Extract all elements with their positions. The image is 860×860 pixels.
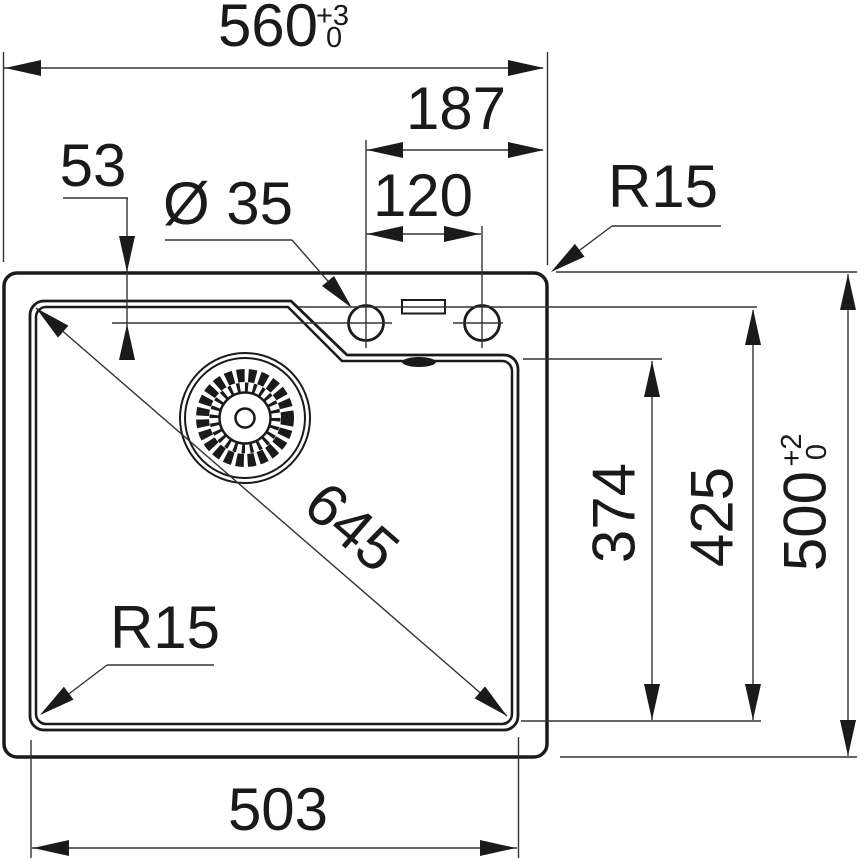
overall-depth-tol-minus: 0 <box>801 444 833 460</box>
outer-radius-label: R15 <box>608 153 718 220</box>
dim-bowl-width: 503 <box>30 737 520 858</box>
overflow-slot <box>402 357 436 367</box>
tap-holes <box>112 140 503 348</box>
dim-bowl-depth-back: 425 <box>298 306 761 722</box>
hole-diameter-label: Ø 35 <box>163 170 293 237</box>
dim-outer-radius: R15 <box>551 153 721 272</box>
dim-bowl-depth-front: 374 <box>523 358 662 720</box>
overall-width-tol-plus: +3 <box>316 0 349 32</box>
bowl-outline <box>28 299 520 732</box>
overall-depth-tol-plus: +2 <box>776 433 808 466</box>
overall-width-tol-minus: 0 <box>326 22 342 54</box>
dim-hole-offset: 53 <box>60 132 135 360</box>
overall-depth-label: 500 <box>772 471 839 571</box>
bowl-depth-back-label: 425 <box>679 467 746 567</box>
hole-spacing-label: 120 <box>373 162 473 229</box>
dim-overall-depth: 500 +2 0 <box>556 271 857 758</box>
dim-bowl-radius: R15 <box>40 594 220 715</box>
tap-ledge-label: 187 <box>406 75 506 142</box>
bowl-depth-front-label: 374 <box>581 463 648 563</box>
dim-hole-spacing: 120 <box>366 162 481 242</box>
overall-width-label: 560 <box>218 0 318 59</box>
bowl-width-label: 503 <box>228 776 328 843</box>
dim-tap-ledge: 187 <box>366 75 544 158</box>
dim-hole-diameter: Ø 35 <box>163 170 352 308</box>
sink-outer-outline <box>2 271 549 759</box>
hole-offset-label: 53 <box>60 132 127 199</box>
dim-overall-width: 560 +3 0 <box>2 0 549 265</box>
bowl-radius-label: R15 <box>110 594 220 661</box>
diagonal-label: 645 <box>292 469 412 585</box>
dim-diagonal: 645 <box>35 307 508 717</box>
strainer <box>179 352 311 484</box>
